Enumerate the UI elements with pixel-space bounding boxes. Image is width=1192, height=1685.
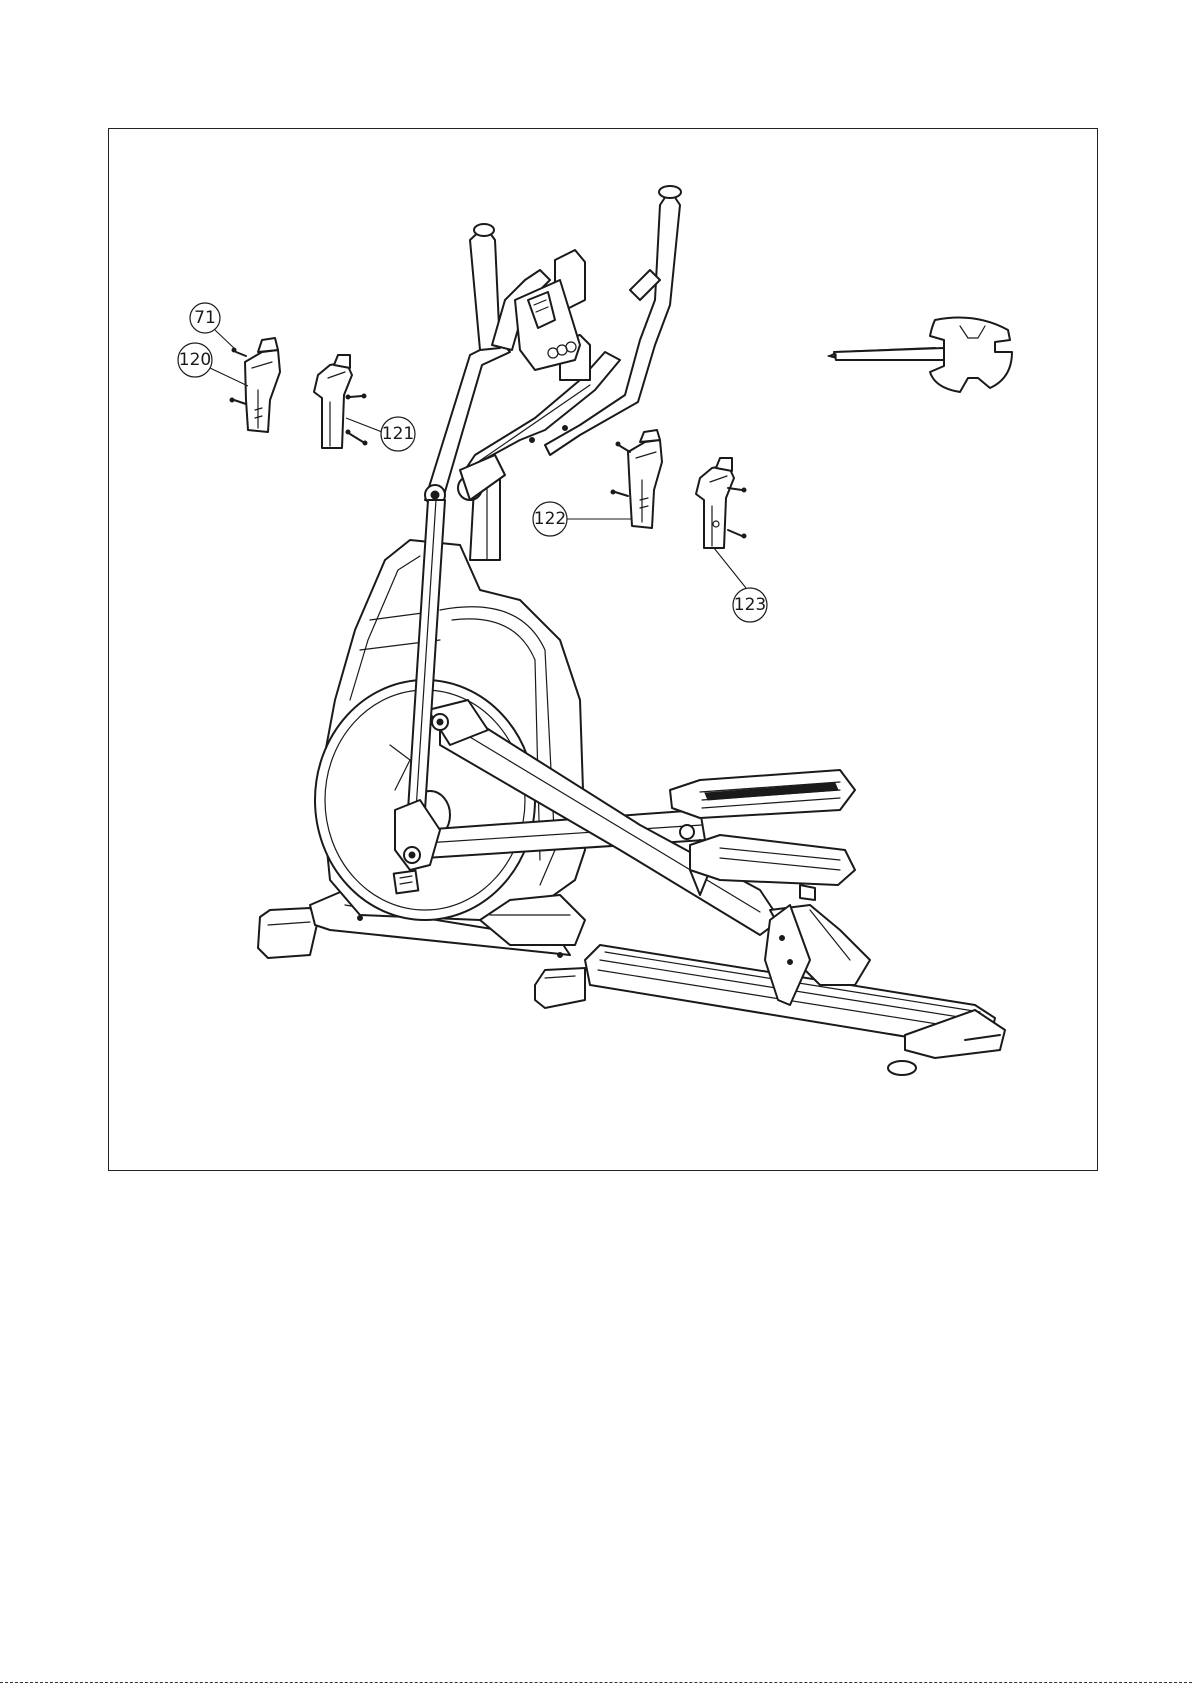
part-120-cover: [230, 338, 280, 432]
elliptical-trainer: [258, 186, 1005, 1075]
leader-121: [346, 418, 382, 432]
part-122-cover: [611, 430, 662, 528]
callout-122-label: 122: [534, 509, 566, 529]
part-123-cover: [696, 458, 746, 548]
leader-71: [215, 330, 236, 350]
wrench-tool: [828, 318, 1012, 392]
callout-121-label: 121: [382, 424, 414, 444]
callout-71-label: 71: [194, 308, 216, 328]
part-121-cover: [314, 355, 367, 448]
callout-120-label: 120: [179, 350, 211, 370]
callout-123-label: 123: [734, 595, 766, 615]
leader-120: [210, 368, 248, 386]
rear-rail: [258, 890, 1005, 1075]
leader-123: [714, 548, 746, 588]
page-bottom-rule: [0, 1682, 1192, 1683]
